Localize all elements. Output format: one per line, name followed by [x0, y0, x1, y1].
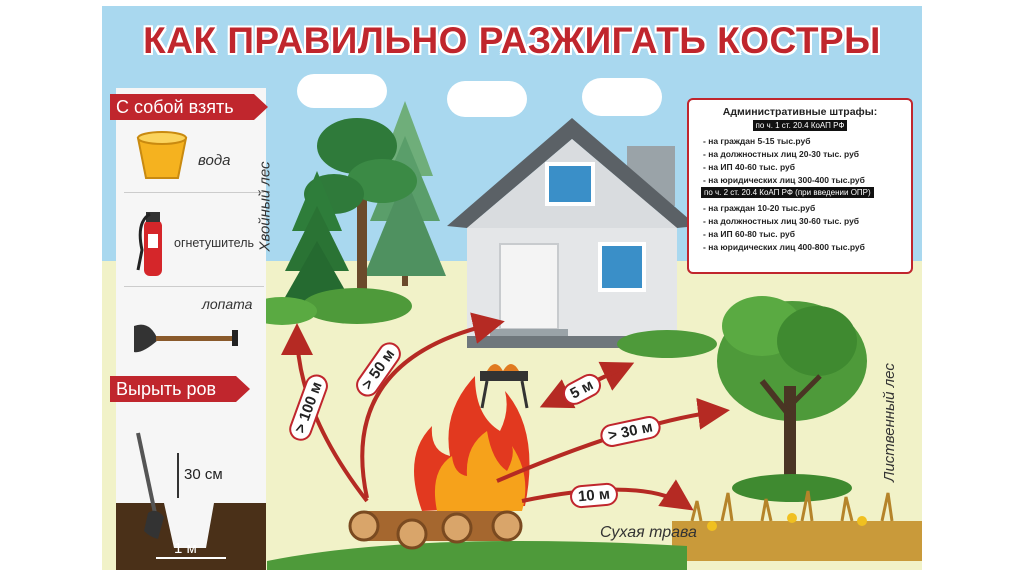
grill-illustration — [480, 364, 529, 409]
divider — [124, 286, 264, 287]
shovel-label: лопата — [202, 296, 253, 312]
fines-line: - на ИП 60-80 тыс. руб — [703, 229, 796, 239]
cloud — [582, 78, 662, 116]
trench-icon — [116, 432, 266, 570]
fines-line: - на ИП 40-60 тыс. руб — [703, 162, 796, 172]
dry-grass-label: Сухая трава — [600, 524, 697, 541]
shovel-icon — [134, 324, 238, 353]
fines-line: - на юридических лиц 300-400 тыс.руб — [703, 175, 865, 185]
fines-law-1: по ч. 1 ст. 20.4 КоАП РФ — [752, 120, 848, 131]
fines-header: Административные штрафы: — [722, 106, 878, 118]
fines-line: - на граждан 5-15 тыс.руб — [703, 136, 811, 146]
cloud — [297, 74, 387, 108]
water-label: вода — [198, 152, 231, 169]
fines-line: - на должностных лиц 30-60 тыс. руб — [703, 216, 860, 226]
poster: КАК ПРАВИЛЬНО РАЗЖИГАТЬ КОСТРЫ — [102, 6, 922, 570]
fines-line: - на должностных лиц 20-30 тыс. руб — [703, 149, 860, 159]
dry-grass-illustration — [672, 490, 922, 561]
dig-banner: Вырыть ров — [110, 376, 250, 402]
deciduous-forest-label: Лиственный лес — [880, 363, 898, 482]
house-illustration — [447, 118, 697, 348]
fines-line: - на юридических лиц 400-800 тыс.руб — [703, 242, 865, 252]
fines-box: Административные штрафы: по ч. 1 ст. 20.… — [687, 98, 913, 274]
trench-depth-label: 30 см — [184, 466, 223, 483]
bonfire-illustration — [348, 376, 530, 550]
extinguisher-label: огнетушитель — [174, 236, 255, 250]
poster-title: КАК ПРАВИЛЬНО РАЗЖИГАТЬ КОСТРЫ — [143, 20, 881, 61]
conifer-forest-label: Хвойный лес — [256, 161, 274, 252]
fines-law-2: по ч. 2 ст. 20.4 КоАП РФ (при введении О… — [701, 187, 874, 198]
fines-line: - на граждан 10-20 тыс.руб — [703, 203, 816, 213]
divider — [124, 192, 264, 193]
take-with-banner: С собой взять — [110, 94, 268, 120]
deciduous-tree-illustration — [717, 296, 867, 502]
cloud — [447, 81, 527, 117]
trench-width-label: 1 м — [174, 540, 197, 557]
conifer-forest-illustration — [247, 101, 446, 325]
extinguisher-icon — [136, 212, 162, 276]
left-panel: С собой взять вода огнетушитель лопата В… — [110, 88, 268, 570]
bucket-icon — [136, 131, 188, 179]
scene — [247, 101, 922, 570]
